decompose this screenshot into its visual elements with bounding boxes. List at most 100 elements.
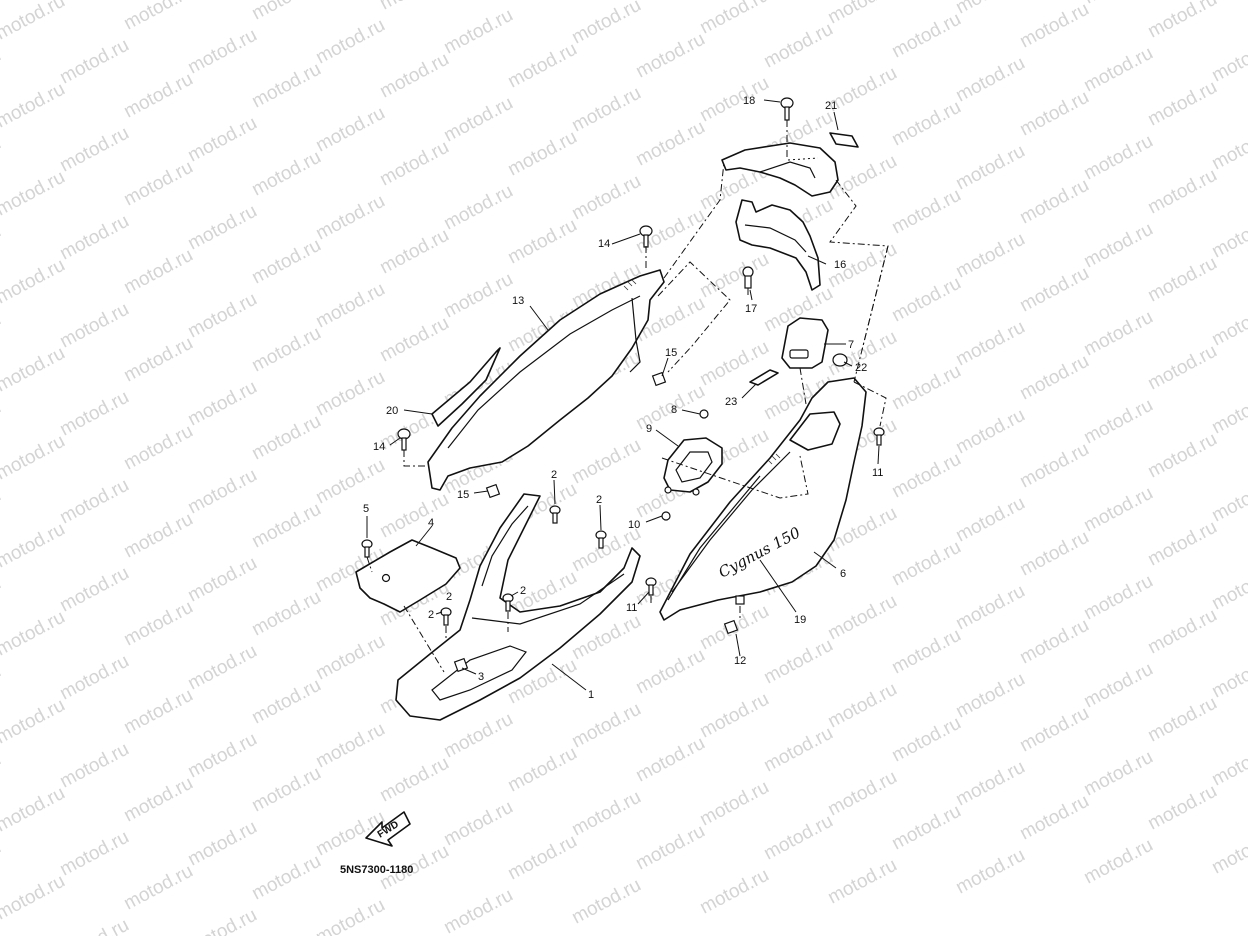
watermark-text: motod.ru [888,97,964,151]
part-17-clip [742,266,754,289]
watermark-text: motod.ru [1208,649,1248,703]
watermark-text: motod.ru [696,777,772,831]
watermark-text: motod.ru [440,885,516,936]
watermark-text: motod.ru [184,289,260,343]
watermark-text: motod.ru [312,455,388,509]
part-18-bolt [780,97,794,121]
watermark-text: motod.ru [1208,33,1248,87]
callout-6: 6 [840,568,846,580]
watermark-text: motod.ru [312,191,388,245]
watermark-text: motod.ru [312,15,388,69]
watermark-text: motod.ru [952,757,1028,811]
callout-13: 13 [512,295,524,307]
watermark-text: motod.ru [120,245,196,299]
watermark-text: motod.ru [952,669,1028,723]
watermark-text: motod.ru [440,797,516,851]
watermark-text: motod.ru [56,563,132,617]
callout-2-d: 2 [428,609,434,621]
watermark-text: motod.ru [56,123,132,177]
watermark-text: motod.ru [1144,693,1220,747]
watermark-text: motod.ru [888,9,964,63]
tail-cover-upper [721,142,839,197]
watermark-text: motod.ru [248,763,324,817]
watermark-text: motod.ru [504,743,580,797]
watermark-text: motod.ru [440,5,516,59]
watermark-text: motod.ru [0,431,69,485]
part-10-screw [661,511,671,521]
watermark-text: motod.ru [0,871,69,925]
watermark-text: motod.ru [0,309,5,363]
watermark-text: motod.ru [376,313,452,367]
watermark-text: motod.ru [184,553,260,607]
watermark-text: motod.ru [1016,703,1092,757]
watermark-text: motod.ru [952,0,1028,18]
part-13-side-cover-left [427,269,665,491]
watermark-text: motod.ru [1144,429,1220,483]
callout-17: 17 [745,303,757,315]
watermark-text: motod.ru [824,591,900,645]
part-12-nut [723,595,745,635]
part-4-floor-panel [355,539,461,613]
watermark-text: motod.ru [504,215,580,269]
watermark-text: motod.ru [504,127,580,181]
watermark-text: motod.ru [696,865,772,919]
watermark-text: motod.ru [952,405,1028,459]
watermark-text: motod.ru [1016,0,1092,52]
watermark-text: motod.ru [1208,297,1248,351]
watermark-text: motod.ru [1016,527,1092,581]
watermark-text: motod.ru [248,587,324,641]
watermark-text: motod.ru [184,465,260,519]
watermark-text: motod.ru [312,719,388,773]
callout-23: 23 [725,396,737,408]
watermark-text: motod.ru [1080,747,1156,801]
watermark-text: motod.ru [0,221,5,275]
callout-22: 22 [855,362,867,374]
watermark-text: motod.ru [120,685,196,739]
watermark-text: motod.ru [440,709,516,763]
watermark-text: motod.ru [824,0,900,28]
watermark-text: motod.ru [1016,263,1092,317]
part-6-side-cover-right: Cygnus 150 [659,377,867,621]
callout-labels: 1 2 2 2 2 2 3 4 5 6 7 8 9 10 11 11 12 13… [363,95,883,701]
part-11-screw-right [873,427,885,446]
callout-2-c: 2 [520,585,526,597]
watermark-text: motod.ru [952,845,1028,899]
watermark-text: motod.ru [1208,209,1248,263]
part-15-clip-lower [485,483,501,499]
watermark-text: motod.ru [56,299,132,353]
watermark-text: motod.ru [696,73,772,127]
callout-11-left: 11 [626,602,637,614]
watermark-text: motod.ru [888,625,964,679]
watermark-text: motod.ru [1080,219,1156,273]
callout-21: 21 [825,100,837,112]
callout-9: 9 [646,423,652,435]
watermark-text: motod.ru [184,113,260,167]
screws [361,225,885,626]
watermark-text: motod.ru [0,607,69,661]
callout-5: 5 [363,503,369,515]
watermark-text: motod.ru [0,837,5,891]
watermark-text: motod.ru [504,39,580,93]
watermark-text: motod.ru [56,387,132,441]
watermark-text: motod.ru [376,137,452,191]
watermark-text: motod.ru [760,19,836,73]
watermark-text: motod.ru [1016,615,1092,669]
watermark-text: motod.ru [248,851,324,905]
watermark-text: motod.ru [56,915,132,936]
watermark-text: motod.ru [120,69,196,123]
watermark-text: motod.ru [1144,341,1220,395]
watermark-text: motod.ru [56,35,132,89]
watermark-text: motod.ru [504,0,580,4]
watermark-text: motod.ru [568,171,644,225]
watermark-text: motod.ru [888,801,964,855]
watermark-text: motod.ru [888,537,964,591]
watermark-text: motod.ru [888,273,964,327]
watermark-text: motod.ru [760,723,836,777]
watermark-text: motod.ru [56,739,132,793]
part-23-strip [749,369,779,386]
watermark-text: motod.ru [56,651,132,705]
watermark-text: motod.ru [0,783,69,837]
watermark-text: motod.ru [0,519,69,573]
watermark-text: motod.ru [440,181,516,235]
watermark-text: motod.ru [952,317,1028,371]
